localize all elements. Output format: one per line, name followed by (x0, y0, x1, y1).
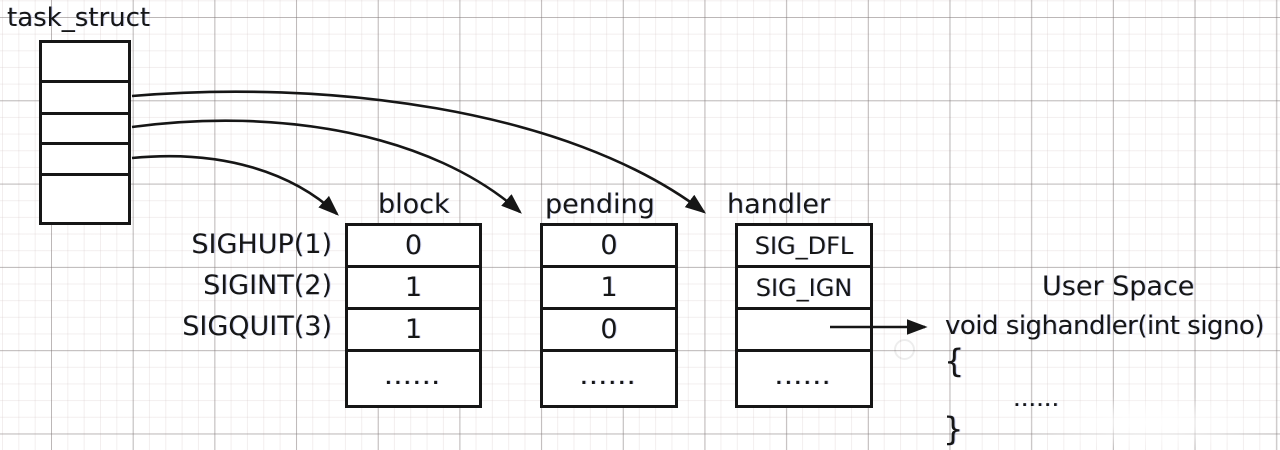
task-struct-box (39, 40, 131, 225)
signal-label-sigquit: SIGQUIT(3) (182, 311, 332, 342)
pointer-arrow-pending (131, 119, 522, 214)
handler-cell-sighup: SIG_DFL (738, 226, 870, 268)
pending-cell-sighup: 0 (543, 226, 675, 268)
open-brace: { (944, 342, 965, 380)
block-table: 0 1 1 ...... (345, 223, 482, 408)
handler-column-label: handler (727, 189, 831, 220)
block-cell-ellipsis: ...... (385, 368, 442, 389)
task-struct-row (42, 176, 128, 222)
sighandler-signature: void sighandler(int signo) (945, 311, 1264, 341)
pending-table: 0 1 0 ...... (540, 223, 678, 408)
block-cell-sighup: 0 (348, 226, 479, 268)
close-brace: } (943, 410, 964, 448)
task-struct-label: task_struct (7, 3, 151, 33)
handler-cell-sigquit (738, 310, 870, 352)
block-cell-sigquit: 1 (348, 310, 479, 352)
handler-cell-sigint: SIG_IGN (738, 268, 870, 310)
task-struct-row (42, 115, 128, 145)
block-column-label: block (378, 189, 450, 220)
task-struct-row (42, 83, 128, 115)
task-struct-row (42, 43, 128, 83)
signal-label-sighup: SIGHUP(1) (191, 229, 332, 260)
pointer-arrow-block (131, 154, 339, 216)
pending-cell-ellipsis: ...... (580, 368, 638, 389)
block-cell-sigint: 1 (348, 268, 479, 310)
pending-cell-sigint: 1 (543, 268, 675, 310)
faint-circle-artifact (894, 339, 915, 360)
handler-table: SIG_DFL SIG_IGN ...... (735, 223, 873, 408)
handler-cell-ellipsis: ...... (775, 368, 833, 389)
watermark-smudge (1020, 395, 1280, 450)
pending-cell-sigquit: 0 (543, 310, 675, 352)
signal-label-sigint: SIGINT(2) (203, 270, 332, 301)
task-struct-row (42, 145, 128, 176)
pending-column-label: pending (545, 189, 655, 220)
user-space-title: User Space (1042, 271, 1195, 302)
